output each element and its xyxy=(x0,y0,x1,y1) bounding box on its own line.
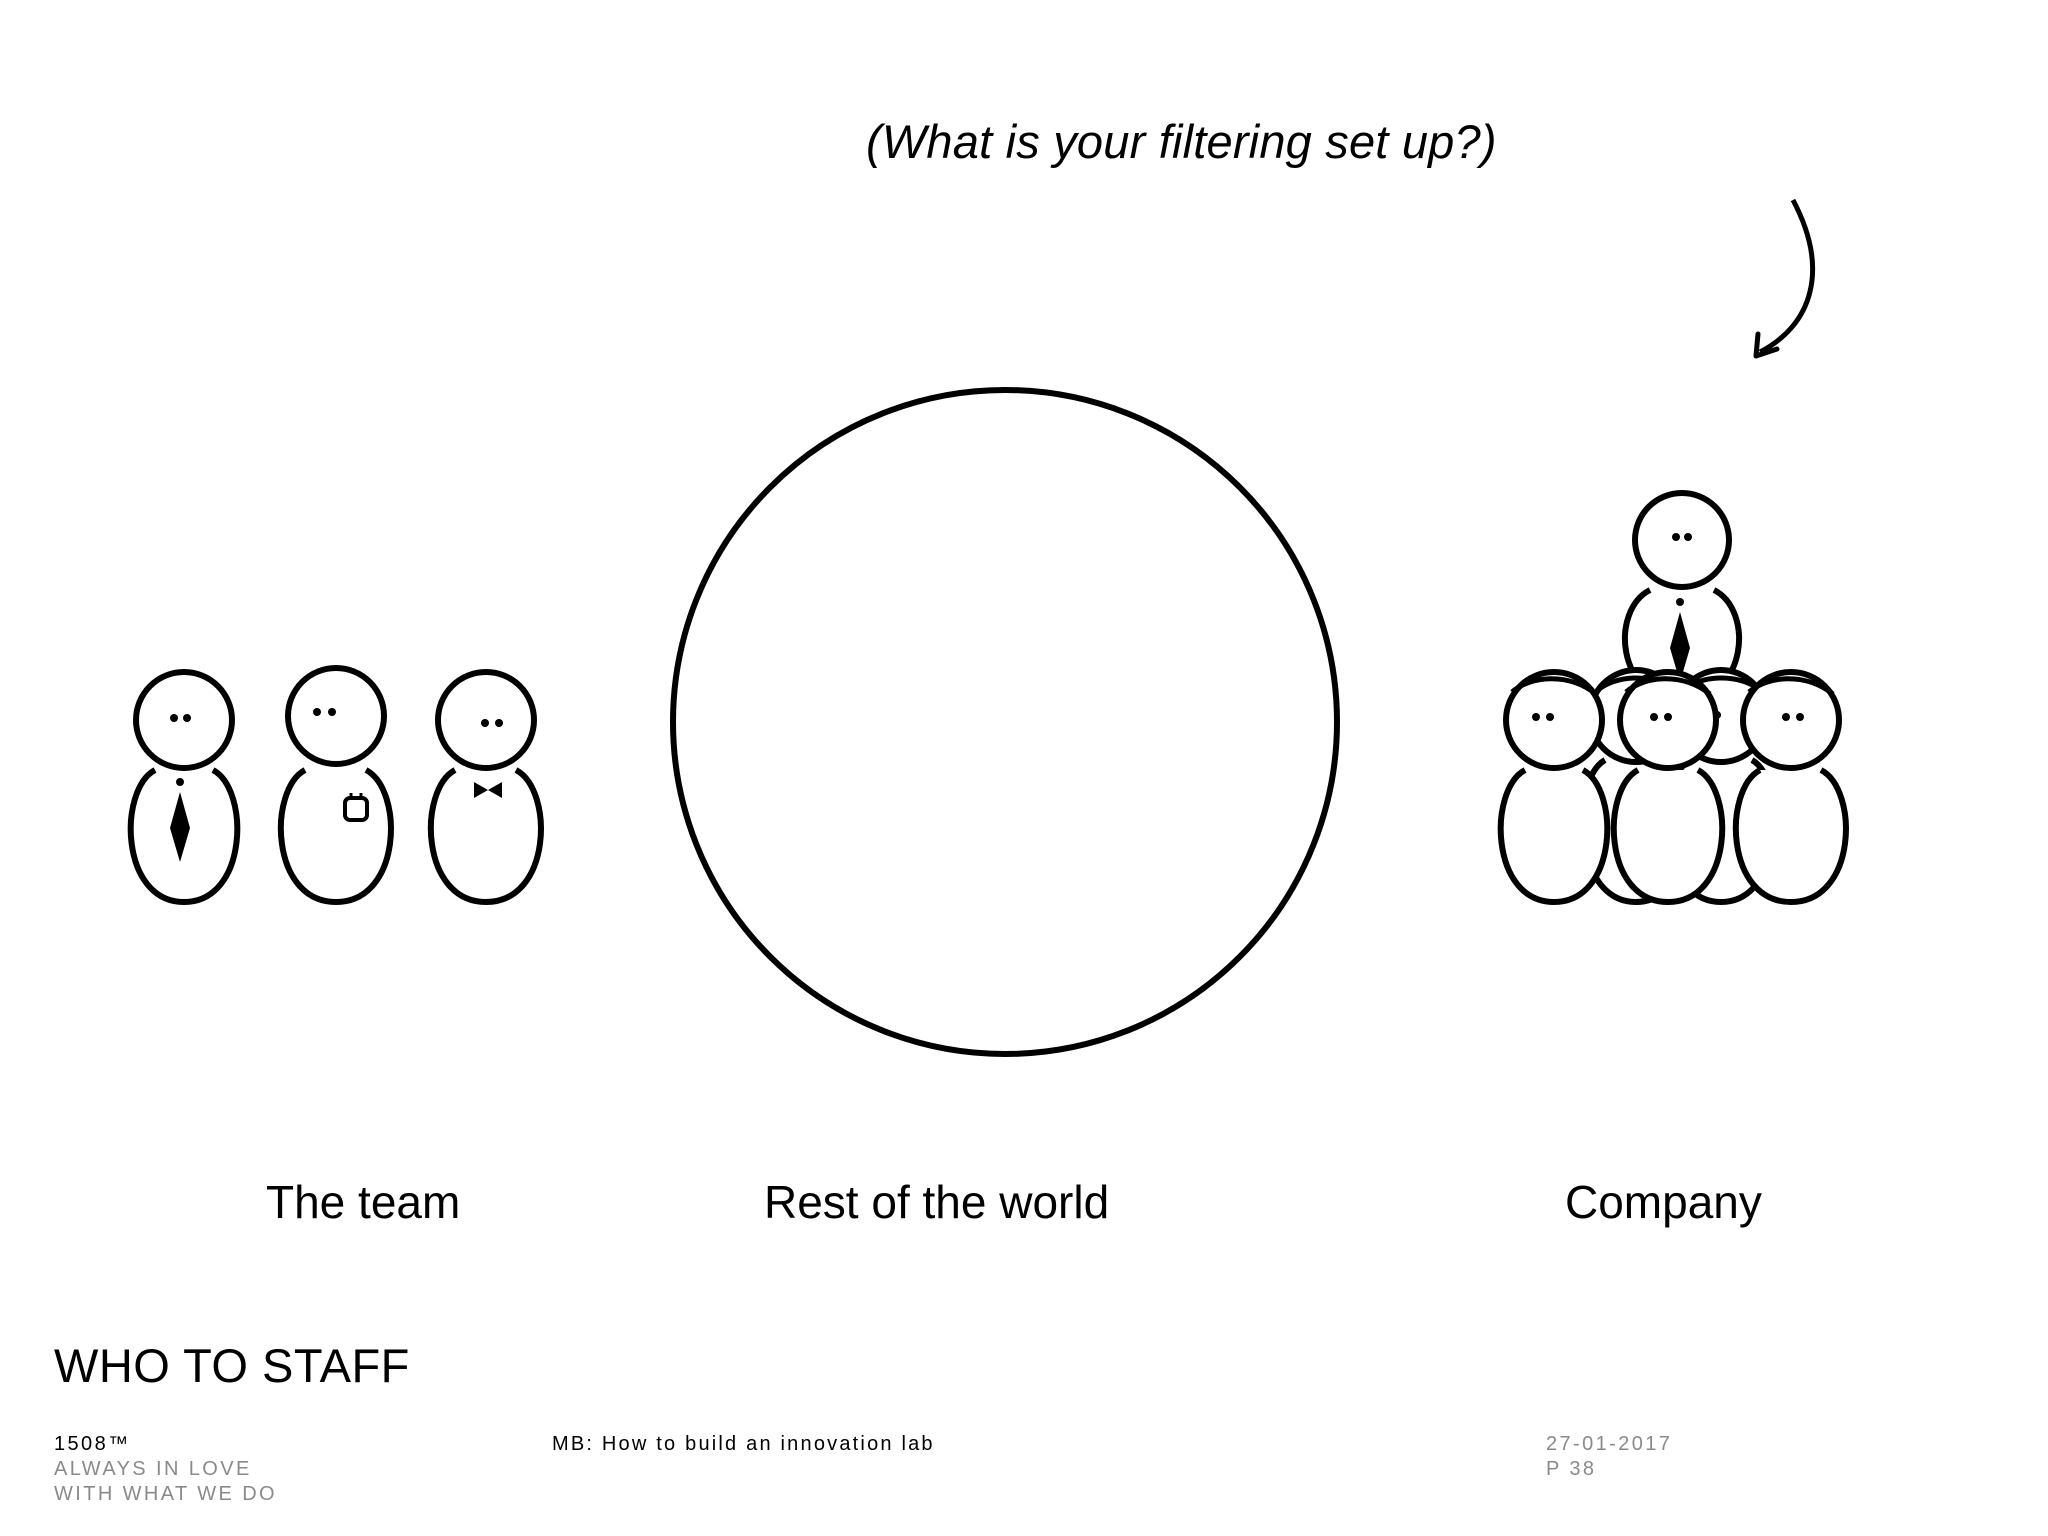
curved-arrow-icon xyxy=(1753,198,1816,359)
team-person-badge-icon xyxy=(277,665,394,906)
team-person-tie-icon xyxy=(127,669,241,906)
team-label: The team xyxy=(266,1176,461,1228)
brand-name: 1508™ xyxy=(54,1433,131,1455)
page-number: P 38 xyxy=(1546,1458,1597,1480)
tagline-line-2: WITH WHAT WE DO xyxy=(54,1483,278,1505)
footer-meta: 27-01-2017 P 38 xyxy=(1546,1432,1672,1482)
world-label: Rest of the world xyxy=(764,1176,1110,1228)
footer-deck-title: MB: How to build an innovation lab xyxy=(552,1432,935,1457)
date: 27-01-2017 xyxy=(1546,1433,1673,1455)
deck-title: MB: How to build an innovation lab xyxy=(552,1433,935,1455)
tagline-line-1: ALWAYS IN LOVE xyxy=(54,1458,252,1480)
world-circle-icon xyxy=(670,387,1340,1057)
company-group-icon xyxy=(1497,490,1849,906)
section-title: WHO TO STAFF xyxy=(54,1339,410,1392)
filtering-question: (What is your filtering set up?) xyxy=(866,115,1497,168)
footer-brand-block: 1508™ ALWAYS IN LOVE WITH WHAT WE DO xyxy=(54,1432,277,1507)
team-person-bowtie-icon xyxy=(427,669,544,906)
company-label: Company xyxy=(1565,1176,1762,1228)
